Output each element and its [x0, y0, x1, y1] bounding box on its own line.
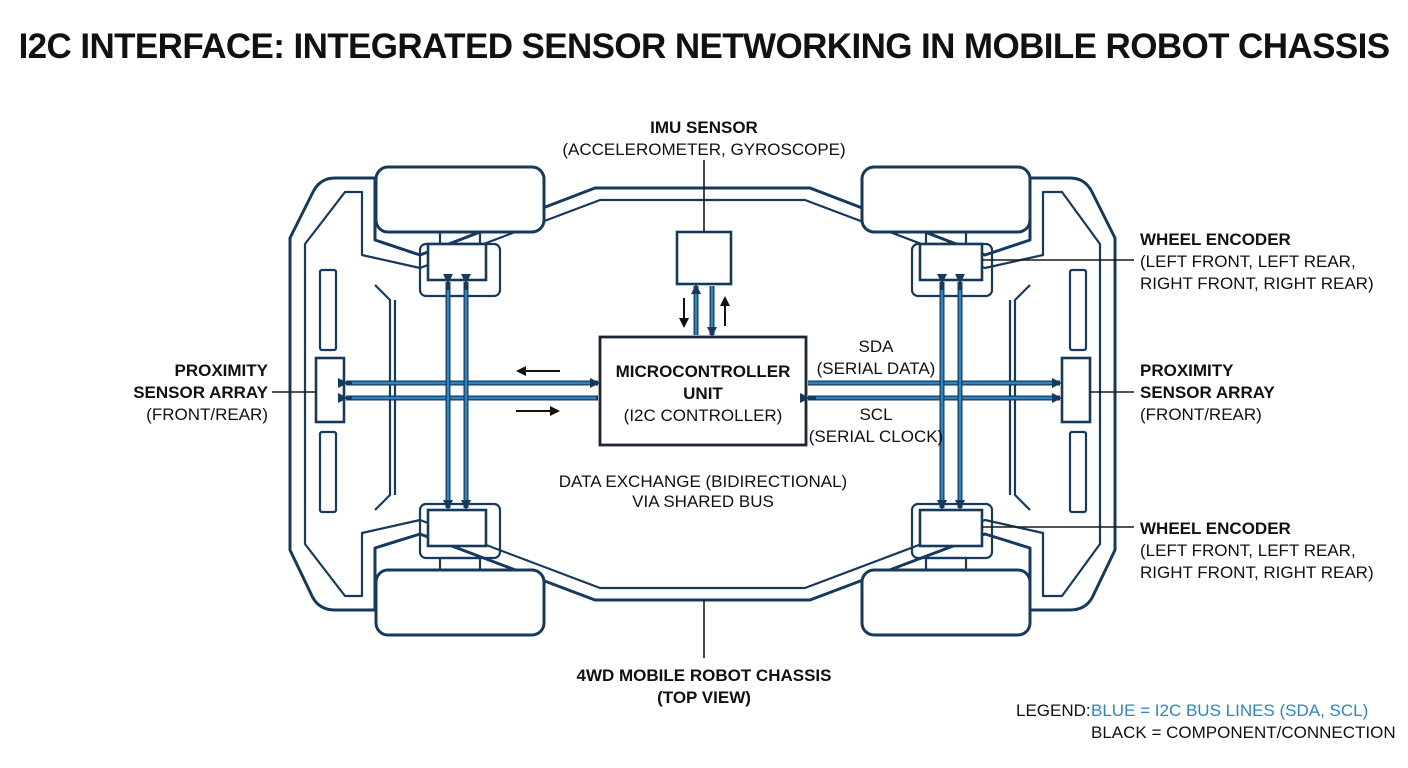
i2c-bus-lines: [338, 274, 1062, 510]
proximity-left-line2: SENSOR ARRAY: [133, 383, 268, 402]
encoder-top-line2: RIGHT FRONT, RIGHT REAR): [1140, 274, 1374, 293]
encoder-left-rear: [418, 502, 502, 560]
proximity-left-line3: (FRONT/REAR): [146, 405, 268, 424]
mcu-line2: UNIT: [683, 384, 723, 403]
legend-black: BLACK = COMPONENT/CONNECTION: [1091, 723, 1396, 742]
direction-arrows: [516, 296, 730, 416]
encoder-right-front: [910, 242, 994, 298]
legend: LEGEND: BLUE = I2C BUS LINES (SDA, SCL) …: [1016, 701, 1396, 742]
mcu-line1: MICROCONTROLLER: [616, 362, 791, 381]
encoder-bottom-line2: RIGHT FRONT, RIGHT REAR): [1140, 563, 1374, 582]
imu-detail: (ACCELEROMETER, GYROSCOPE): [562, 140, 845, 159]
legend-prefix: LEGEND:: [1016, 701, 1091, 720]
encoder-top-line1: (LEFT FRONT, LEFT REAR,: [1140, 252, 1356, 271]
proximity-right-line2: SENSOR ARRAY: [1140, 383, 1275, 402]
proximity-right-line1: PROXIMITY: [1140, 361, 1234, 380]
wheel-right-rear: [860, 568, 1032, 637]
encoder-right-rear: [910, 502, 994, 560]
encoder-bottom-label: WHEEL ENCODER: [1140, 519, 1291, 538]
imu-label: IMU SENSOR: [650, 118, 758, 137]
scl-label: SCL: [859, 405, 892, 424]
encoder-bottom-line1: (LEFT FRONT, LEFT REAR,: [1140, 541, 1356, 560]
imu-sensor-box: [675, 230, 733, 286]
encoder-top-label: WHEEL ENCODER: [1140, 230, 1291, 249]
encoder-left-front: [418, 242, 502, 298]
leader-lines: [272, 160, 1134, 658]
microcontroller-box: [598, 335, 808, 447]
proximity-right-line3: (FRONT/REAR): [1140, 405, 1262, 424]
mcu-line3: (I2C CONTROLLER): [624, 406, 783, 425]
legend-blue: BLUE = I2C BUS LINES (SDA, SCL): [1091, 701, 1368, 720]
proximity-sensor-right: [1060, 356, 1092, 424]
sda-label: SDA: [859, 337, 895, 356]
exchange-line2: VIA SHARED BUS: [632, 492, 774, 511]
sda-detail: (SERIAL DATA): [817, 359, 936, 378]
wheel-left-rear: [374, 568, 546, 637]
wheel-right-front: [860, 165, 1032, 234]
exchange-line1: DATA EXCHANGE (BIDIRECTIONAL): [559, 472, 847, 491]
chassis-line1: 4WD MOBILE ROBOT CHASSIS: [576, 666, 831, 685]
proximity-left-line1: PROXIMITY: [174, 361, 268, 380]
chassis-line2: (TOP VIEW): [657, 688, 751, 707]
proximity-sensor-left: [314, 356, 346, 424]
scl-detail: (SERIAL CLOCK): [809, 427, 943, 446]
diagram-title: I2C INTERFACE: INTEGRATED SENSOR NETWORK…: [19, 27, 1390, 66]
wheel-left-front: [374, 165, 546, 234]
